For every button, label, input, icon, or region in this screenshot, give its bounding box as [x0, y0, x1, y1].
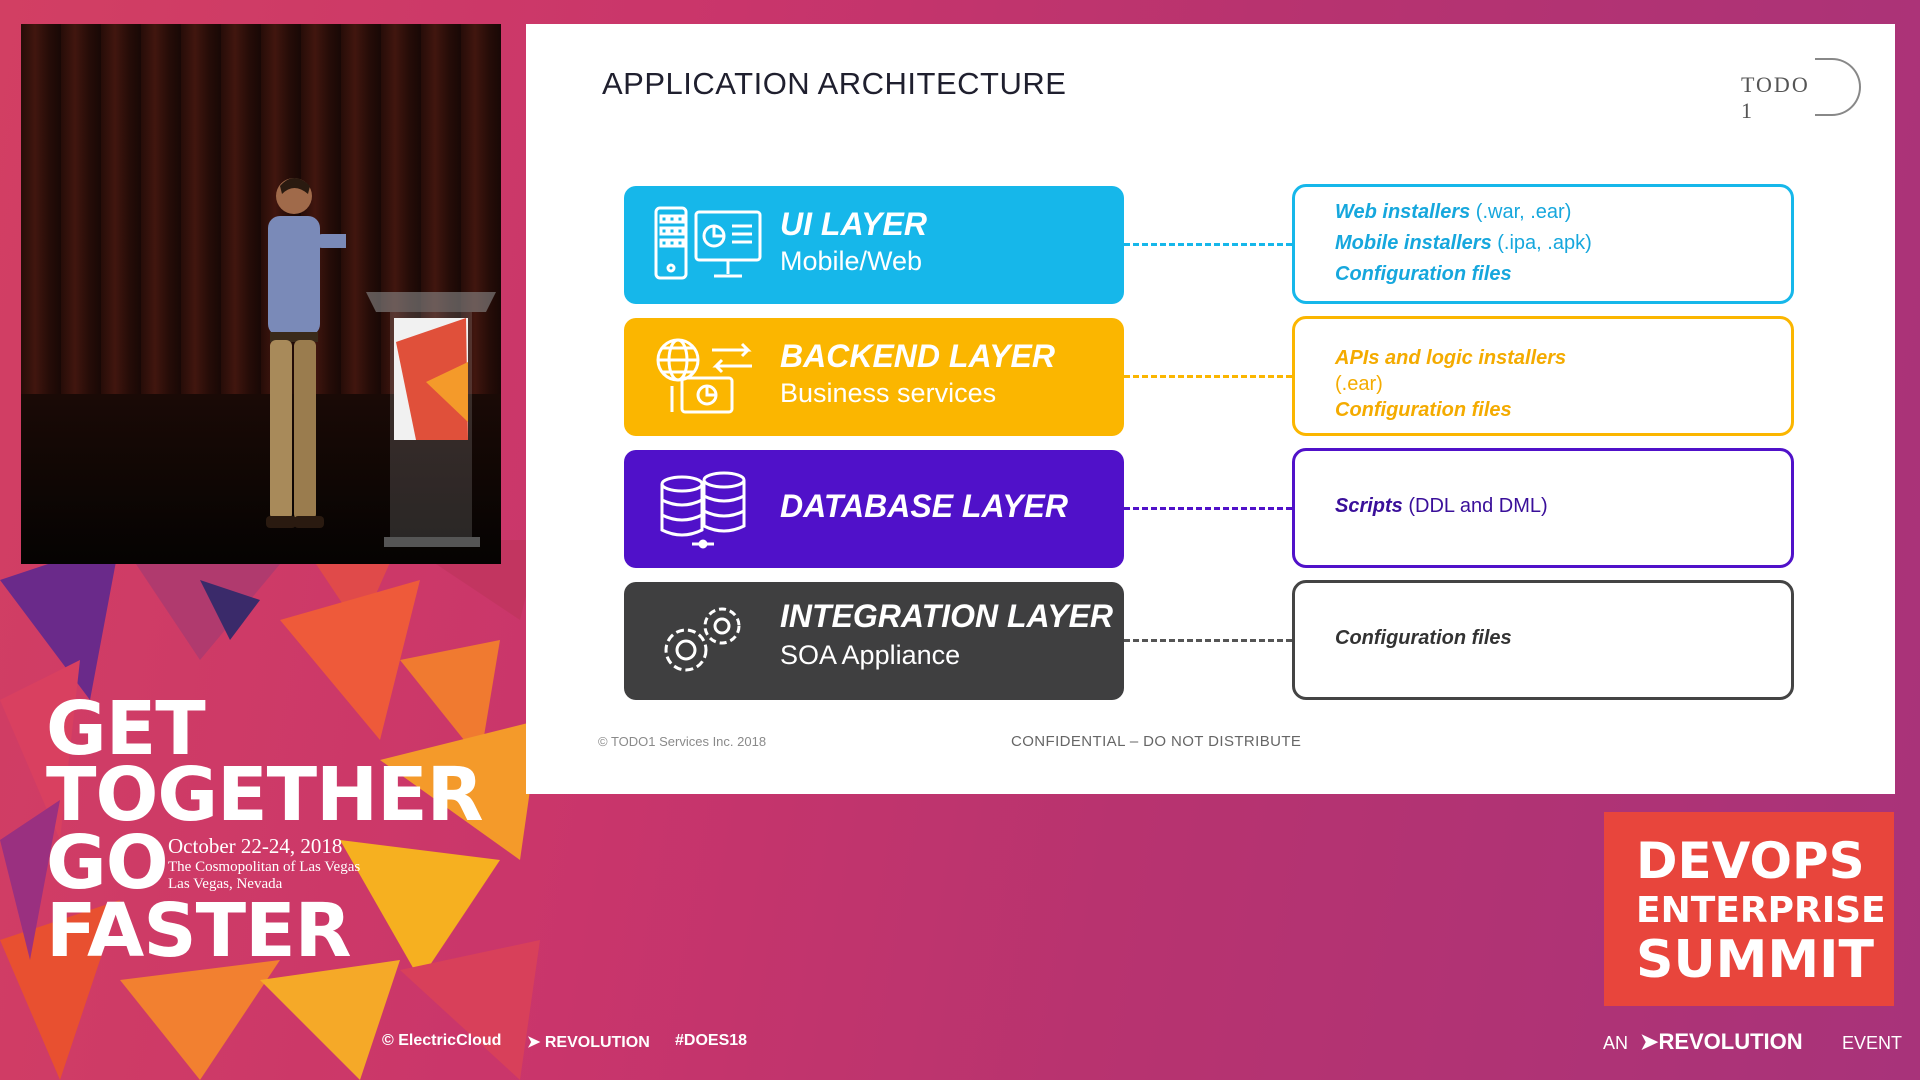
layer-name: UI LAYER: [780, 206, 927, 242]
podium: [356, 282, 501, 552]
devices-icon: [654, 206, 762, 280]
it-revolution-icon: ➤: [527, 1034, 541, 1051]
database-icon: [660, 471, 746, 549]
electric-cloud-logo: © ElectricCloud: [382, 1032, 502, 1049]
event-date: October 22-24, 2018: [168, 834, 343, 858]
todo1-logo: TODO 1: [1741, 58, 1861, 123]
electric-cloud-icon: ©: [382, 1032, 394, 1049]
gears-icon: [664, 607, 741, 672]
decorative-triangles: [0, 540, 540, 1080]
artifact-line: Configuration files: [1335, 627, 1512, 649]
ui-layer-block: UI LAYER Mobile/Web: [624, 186, 1124, 304]
devops-enterprise-summit-logo: DEVOPS ENTERPRISE SUMMIT: [1604, 812, 1894, 1006]
ui-artifacts-box: Web installers (.war, .ear) Mobile insta…: [1292, 184, 1794, 304]
backend-layer-block: BACKEND LAYER Business services: [624, 318, 1124, 436]
an-label: AN: [1603, 1033, 1629, 1053]
artifact-line: Configuration files: [1335, 399, 1512, 421]
summit-line: DEVOPS: [1636, 832, 1865, 890]
it-revolution-logo: ➤ REVOLUTION: [527, 1034, 650, 1051]
backend-artifacts-box: APIs and logic installers (.ear) Configu…: [1292, 316, 1794, 436]
layer-subtitle: Business services: [780, 378, 997, 408]
artifact-line: Mobile installers (.ipa, .apk): [1335, 232, 1592, 254]
slide-title: APPLICATION ARCHITECTURE: [602, 66, 1067, 101]
database-layer-block: DATABASE LAYER: [624, 450, 1124, 568]
it-revolution-icon: ➤: [1640, 1029, 1659, 1054]
integration-layer-block: INTEGRATION LAYER SOA Appliance: [624, 582, 1124, 700]
event-details: October 22-24, 2018 The Cosmopolitan of …: [168, 834, 360, 893]
hashtag: #DOES18: [675, 1032, 748, 1049]
tagline-faster: FASTER: [46, 888, 352, 974]
layer-name: BACKEND LAYER: [780, 338, 1055, 374]
database-artifacts-box: Scripts (DDL and DML): [1292, 448, 1794, 568]
artifact-line: Web installers (.war, .ear): [1335, 201, 1572, 223]
database-connector: [1124, 507, 1292, 510]
layer-name: INTEGRATION LAYER: [780, 598, 1114, 634]
integration-connector: [1124, 639, 1292, 642]
speaker-figure: [266, 178, 346, 528]
summit-line: SUMMIT: [1636, 930, 1874, 990]
brand-text: TODO 1: [1741, 72, 1810, 123]
ui-connector: [1124, 243, 1292, 246]
it-revolution-event-logo: ➤REVOLUTION: [1640, 1029, 1803, 1054]
presentation-slide: APPLICATION ARCHITECTURE TODO 1 UI LAYER…: [526, 24, 1895, 794]
server-globe-icon: [656, 338, 752, 414]
artifact-line: (.ear): [1335, 373, 1383, 395]
integration-artifacts-box: Configuration files: [1292, 580, 1794, 700]
tagline-go: GO: [46, 820, 169, 906]
brand-arc: [1815, 58, 1861, 116]
event-city: Las Vegas, Nevada: [168, 876, 283, 892]
tagline-together: TOGETHER: [46, 752, 484, 838]
copyright-footer: © TODO1 Services Inc. 2018: [598, 734, 767, 749]
event-label: EVENT: [1842, 1033, 1903, 1053]
speaker-video: [21, 24, 501, 564]
artifact-line: APIs and logic installers: [1335, 347, 1567, 369]
backend-connector: [1124, 375, 1292, 378]
layer-subtitle: Mobile/Web: [780, 246, 923, 276]
layer-subtitle: SOA Appliance: [780, 640, 961, 670]
artifact-line: Scripts (DDL and DML): [1335, 495, 1548, 517]
tagline-get: GET: [46, 686, 206, 772]
summit-line: ENTERPRISE: [1636, 890, 1886, 931]
artifact-line: Configuration files: [1335, 263, 1512, 285]
event-venue: The Cosmopolitan of Las Vegas: [168, 859, 361, 875]
layer-name: DATABASE LAYER: [780, 488, 1068, 524]
confidential-footer: CONFIDENTIAL – DO NOT DISTRIBUTE: [1011, 733, 1302, 750]
